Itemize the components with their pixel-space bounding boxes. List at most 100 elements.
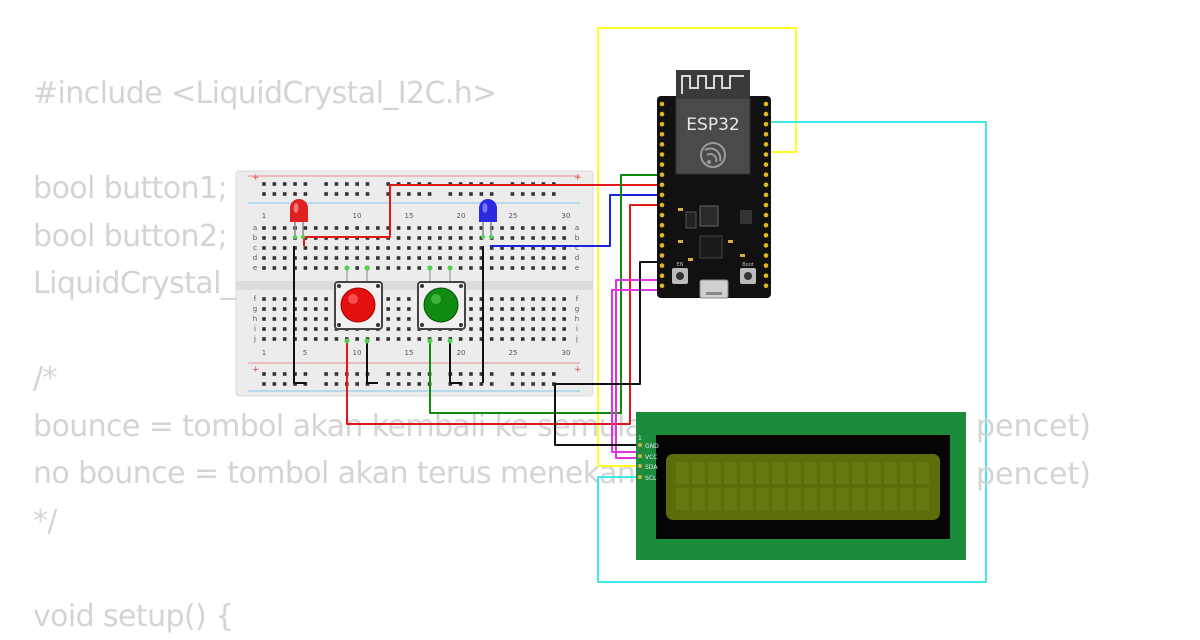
breadboard-hole[interactable]: [521, 266, 525, 270]
breadboard-hole[interactable]: [407, 317, 411, 321]
rail-hole[interactable]: [335, 192, 339, 196]
breadboard-hole[interactable]: [490, 307, 494, 311]
breadboard-hole[interactable]: [407, 256, 411, 260]
rail-hole[interactable]: [449, 192, 453, 196]
breadboard-hole[interactable]: [335, 226, 339, 230]
breadboard-hole[interactable]: [386, 256, 390, 260]
breadboard-hole[interactable]: [417, 236, 421, 240]
breadboard-hole[interactable]: [552, 297, 556, 301]
rail-hole[interactable]: [552, 192, 556, 196]
breadboard-hole[interactable]: [490, 256, 494, 260]
breadboard-hole[interactable]: [407, 266, 411, 270]
breadboard-hole[interactable]: [542, 327, 546, 331]
breadboard-hole[interactable]: [552, 226, 556, 230]
esp32-pin[interactable]: [764, 203, 769, 208]
breadboard-hole[interactable]: [314, 307, 318, 311]
breadboard-hole[interactable]: [324, 297, 328, 301]
rail-hole[interactable]: [397, 192, 401, 196]
esp32-pin[interactable]: [660, 243, 665, 248]
breadboard-hole[interactable]: [500, 297, 504, 301]
breadboard-hole[interactable]: [273, 297, 277, 301]
breadboard-hole[interactable]: [459, 256, 463, 260]
breadboard-hole[interactable]: [542, 266, 546, 270]
breadboard-hole[interactable]: [304, 266, 308, 270]
breadboard-hole[interactable]: [500, 317, 504, 321]
breadboard-hole[interactable]: [397, 297, 401, 301]
rail-hole[interactable]: [480, 192, 484, 196]
breadboard-hole[interactable]: [366, 246, 370, 250]
rail-hole[interactable]: [345, 182, 349, 186]
esp32-pin[interactable]: [660, 253, 665, 258]
breadboard-hole[interactable]: [500, 337, 504, 341]
rail-hole[interactable]: [428, 192, 432, 196]
breadboard-hole[interactable]: [469, 327, 473, 331]
lcd-pin[interactable]: [638, 443, 642, 447]
breadboard-hole[interactable]: [521, 327, 525, 331]
rail-hole[interactable]: [293, 192, 297, 196]
rail-hole[interactable]: [262, 182, 266, 186]
breadboard-hole[interactable]: [262, 307, 266, 311]
breadboard-hole[interactable]: [386, 297, 390, 301]
breadboard-hole[interactable]: [562, 256, 566, 260]
breadboard-hole[interactable]: [314, 297, 318, 301]
breadboard-hole[interactable]: [438, 256, 442, 260]
breadboard-hole[interactable]: [449, 246, 453, 250]
breadboard-hole[interactable]: [449, 256, 453, 260]
breadboard-hole[interactable]: [283, 297, 287, 301]
rail-hole[interactable]: [386, 382, 390, 386]
breadboard-hole[interactable]: [283, 337, 287, 341]
breadboard-hole[interactable]: [355, 256, 359, 260]
breadboard-hole[interactable]: [521, 317, 525, 321]
breadboard-hole[interactable]: [490, 327, 494, 331]
breadboard-hole[interactable]: [469, 246, 473, 250]
breadboard-hole[interactable]: [542, 236, 546, 240]
breadboard-hole[interactable]: [562, 297, 566, 301]
breadboard-hole[interactable]: [552, 327, 556, 331]
breadboard-hole[interactable]: [552, 236, 556, 240]
breadboard-hole[interactable]: [417, 337, 421, 341]
breadboard-hole[interactable]: [552, 337, 556, 341]
breadboard-hole[interactable]: [459, 266, 463, 270]
rail-hole[interactable]: [324, 382, 328, 386]
rail-hole[interactable]: [531, 372, 535, 376]
breadboard-hole[interactable]: [355, 337, 359, 341]
breadboard-hole[interactable]: [304, 297, 308, 301]
esp32-pin[interactable]: [764, 243, 769, 248]
lcd-pin[interactable]: [638, 464, 642, 468]
rail-hole[interactable]: [521, 192, 525, 196]
esp32-pin[interactable]: [764, 102, 769, 107]
breadboard-hole[interactable]: [407, 327, 411, 331]
breadboard-hole[interactable]: [417, 256, 421, 260]
breadboard-hole[interactable]: [500, 236, 504, 240]
esp32-pin[interactable]: [660, 223, 665, 228]
rail-hole[interactable]: [324, 192, 328, 196]
breadboard-hole[interactable]: [397, 236, 401, 240]
breadboard-hole[interactable]: [376, 246, 380, 250]
esp32-pin[interactable]: [660, 183, 665, 188]
breadboard-hole[interactable]: [490, 337, 494, 341]
breadboard-hole[interactable]: [314, 246, 318, 250]
breadboard-hole[interactable]: [511, 327, 515, 331]
breadboard-hole[interactable]: [511, 226, 515, 230]
breadboard-hole[interactable]: [324, 317, 328, 321]
esp32-pin[interactable]: [764, 253, 769, 258]
breadboard-hole[interactable]: [304, 337, 308, 341]
rail-hole[interactable]: [469, 372, 473, 376]
esp32-pin[interactable]: [660, 142, 665, 147]
breadboard-hole[interactable]: [335, 256, 339, 260]
rail-hole[interactable]: [521, 382, 525, 386]
rail-hole[interactable]: [273, 192, 277, 196]
breadboard-hole[interactable]: [283, 236, 287, 240]
breadboard-hole[interactable]: [324, 246, 328, 250]
breadboard-hole[interactable]: [397, 327, 401, 331]
rail-hole[interactable]: [283, 182, 287, 186]
rail-hole[interactable]: [417, 192, 421, 196]
breadboard-hole[interactable]: [438, 337, 442, 341]
rail-hole[interactable]: [273, 372, 277, 376]
breadboard-hole[interactable]: [490, 266, 494, 270]
breadboard-hole[interactable]: [355, 226, 359, 230]
breadboard-hole[interactable]: [552, 307, 556, 311]
esp32-pin[interactable]: [660, 233, 665, 238]
rail-hole[interactable]: [324, 372, 328, 376]
rail-hole[interactable]: [521, 372, 525, 376]
